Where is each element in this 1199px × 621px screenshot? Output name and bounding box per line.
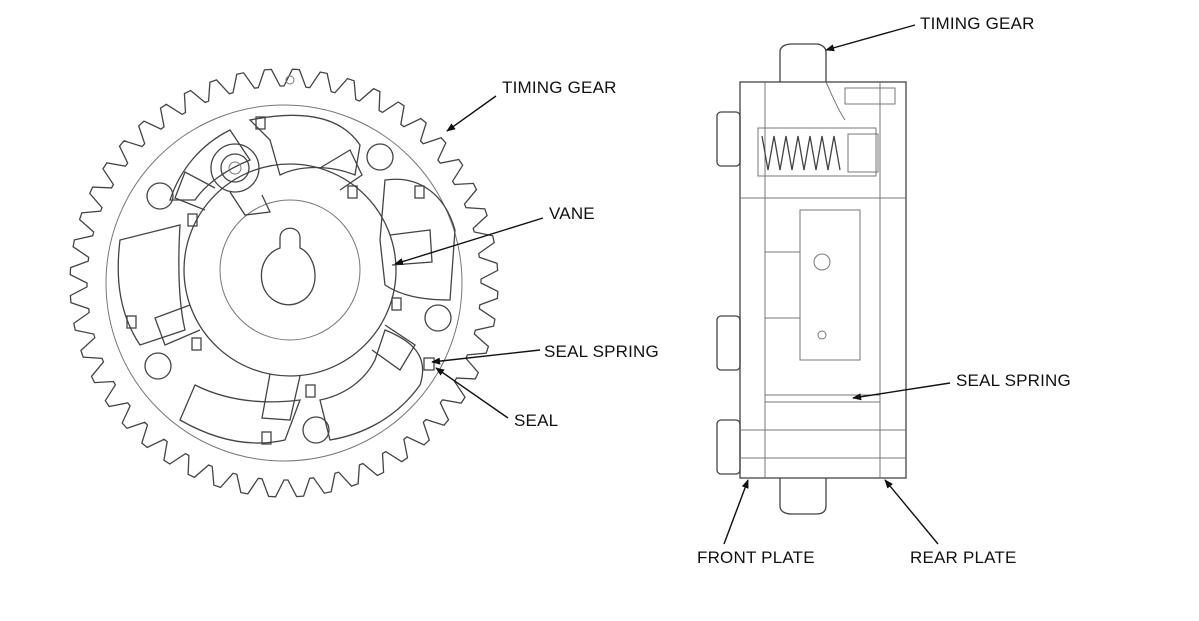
front-bosses — [716, 111, 741, 475]
label-front-timing-gear: TIMING GEAR — [502, 78, 617, 97]
label-side-seal-spring: SEAL SPRING — [956, 371, 1071, 390]
top-tooth — [779, 43, 827, 82]
leader-front-seal-spring — [431, 349, 541, 365]
leader-front-plate — [723, 479, 749, 545]
label-vane: VANE — [549, 204, 595, 223]
leader-rear-plate — [884, 479, 939, 545]
side-body — [739, 81, 907, 479]
side-view — [716, 43, 907, 515]
bolt-holes — [144, 143, 452, 444]
gear-hole-dot — [285, 75, 295, 85]
lock-pin-assembly — [210, 143, 271, 216]
rotor — [154, 149, 433, 421]
seals — [126, 116, 435, 445]
label-rear-plate: REAR PLATE — [910, 548, 1017, 567]
keyway-slot — [260, 227, 316, 306]
leader-lines — [394, 24, 951, 545]
timing-gear-teeth — [69, 68, 499, 498]
housing-chambers — [117, 114, 456, 444]
label-front-plate: FRONT PLATE — [697, 548, 815, 567]
gear-inner-rim — [105, 104, 463, 462]
leader-side-timing-gear — [825, 24, 916, 52]
front-view — [69, 68, 499, 498]
leader-vane — [394, 217, 544, 266]
leader-front-timing-gear — [446, 95, 497, 132]
label-seal: SEAL — [514, 411, 559, 430]
spring-assembly — [757, 127, 879, 177]
bottom-tooth — [779, 478, 827, 515]
leader-side-seal-spring — [852, 382, 951, 401]
leader-seal — [435, 367, 509, 419]
vane-arms — [154, 149, 433, 421]
label-front-seal-spring: SEAL SPRING — [544, 342, 659, 361]
label-side-timing-gear: TIMING GEAR — [920, 14, 1035, 33]
internal-lines — [740, 81, 906, 478]
